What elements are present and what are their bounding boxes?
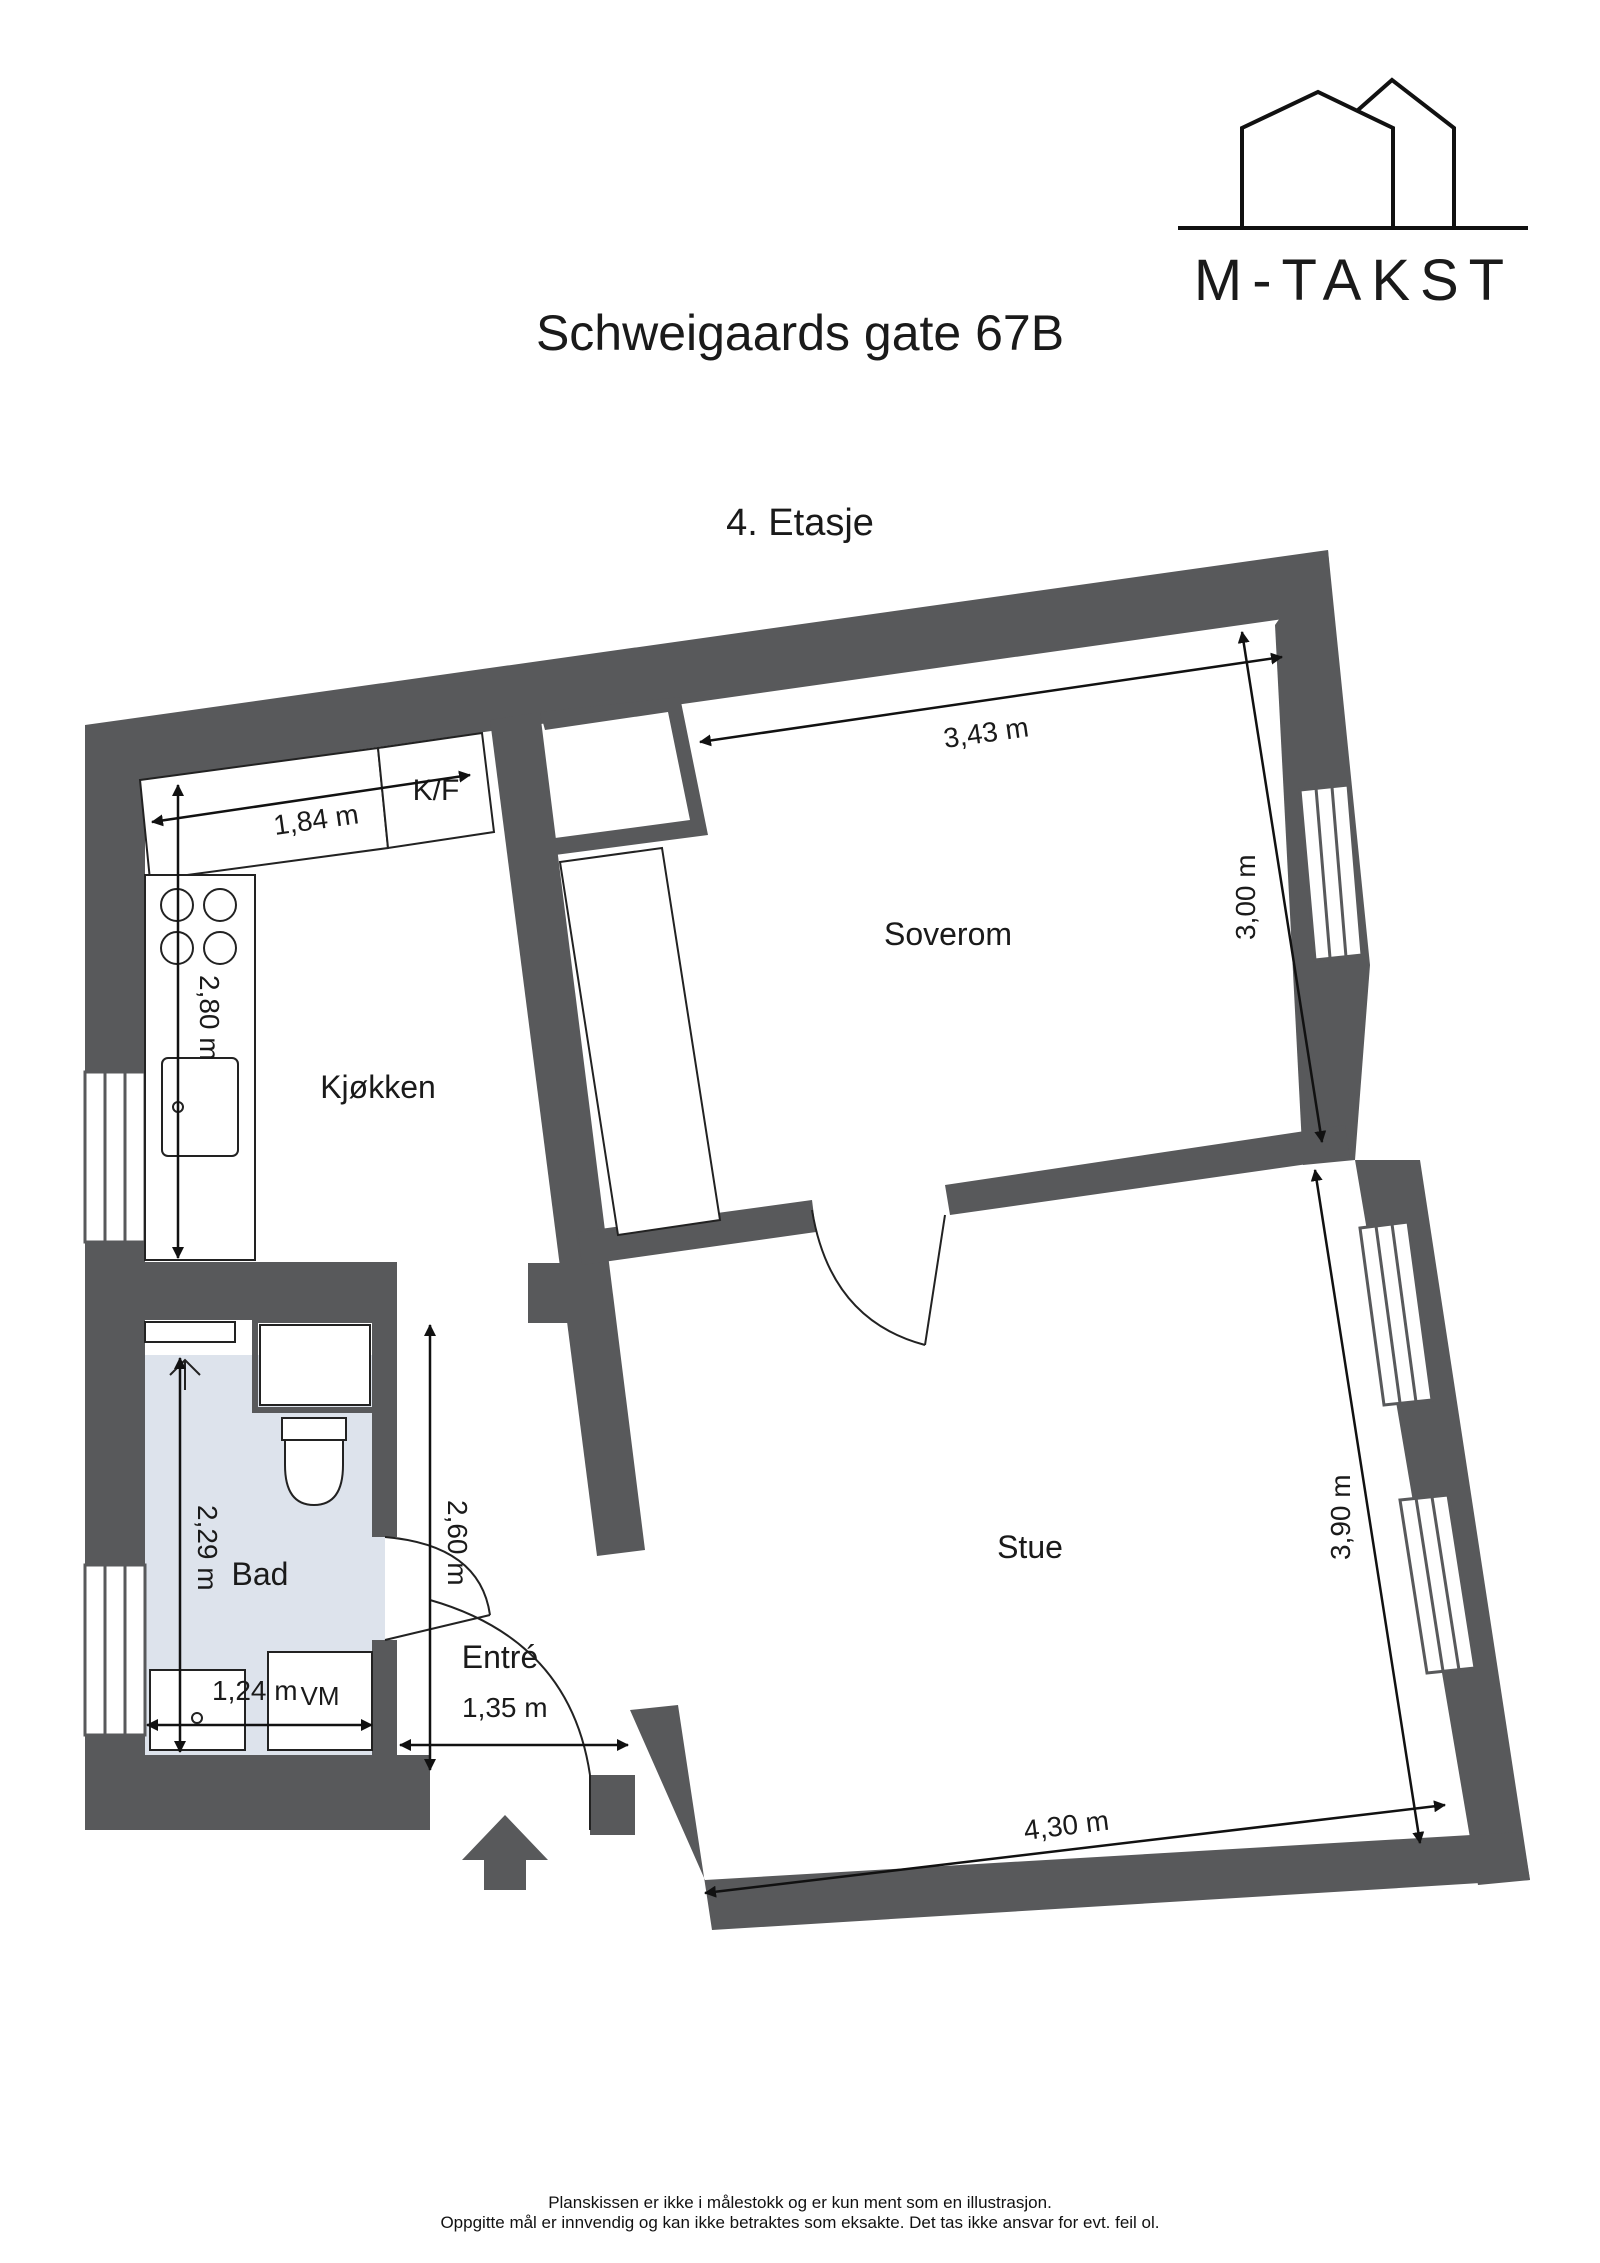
bath-door-leaf [384, 1614, 491, 1641]
page-title: Schweigaards gate 67B [536, 305, 1064, 361]
stove-burner-2 [203, 888, 237, 922]
window-kitchen [83, 1070, 147, 1244]
bath-cabinet [259, 1324, 371, 1406]
room-label-entry: Entré [462, 1639, 538, 1675]
room-label-bedroom: Soverom [884, 916, 1012, 952]
entrance-arrow-icon [462, 1815, 548, 1890]
room-label-kitchen: Kjøkken [320, 1069, 436, 1105]
toilet-tank [281, 1417, 347, 1441]
bath-top-shelf [144, 1321, 236, 1343]
label-living-width: 4,30 m [1022, 1805, 1111, 1846]
room-label-bath: Bad [232, 1556, 289, 1592]
wall-stub [528, 1263, 578, 1323]
wall-kitchen-bath [85, 1262, 397, 1320]
dim-bedroom-width [699, 652, 1283, 747]
label-kitchen-length: 2,80 m [194, 975, 225, 1061]
toilet-bowl [284, 1439, 344, 1507]
label-living-length: 3,90 m [1325, 1474, 1356, 1560]
bath-door-swing [384, 1536, 491, 1616]
bedroom-door-leaf [924, 1214, 946, 1346]
stove-burner-4 [203, 931, 237, 965]
wall-bedroom-living-left [578, 1200, 816, 1265]
window-bath [83, 1563, 147, 1737]
wardrobe [558, 846, 722, 1237]
entry-door-swing [429, 1599, 591, 1776]
dimension-lines [146, 631, 1446, 1898]
floor-label: 4. Etasje [726, 502, 874, 544]
washer-label: VM [301, 1681, 340, 1711]
dim-living-length [1310, 1169, 1425, 1844]
footer-disclaimer-line1: Planskissen er ikke i målestokk og er ku… [548, 2193, 1052, 2212]
m-takst-logo: M-TAKST [1178, 77, 1528, 313]
label-bedroom-length: 3,00 m [1230, 854, 1261, 940]
washer-box [267, 1651, 373, 1751]
bath-fixtures: VM [144, 1317, 378, 1751]
wall-top [85, 550, 1333, 780]
room-labels: Kjøkken Soverom Stue Bad Entré [232, 916, 1063, 1675]
label-entry-length: 2,60 m [442, 1500, 473, 1586]
bath-cabinet-outline [252, 1317, 378, 1413]
bedroom-door-swing [811, 1209, 926, 1346]
dim-kitchen-width [151, 770, 471, 827]
wall-kitchen-bedroom [490, 712, 645, 1556]
label-bath-width: 1,24 m [212, 1675, 298, 1706]
label-bedroom-width: 3,43 m [942, 711, 1031, 754]
bath-sink [149, 1669, 246, 1751]
wall-closet-box [540, 697, 708, 855]
wall-bath-right-low [372, 1640, 397, 1780]
bath-sink-drain [191, 1712, 203, 1724]
label-entry-width: 1,35 m [462, 1692, 548, 1723]
wall-entry-jamb [590, 1775, 635, 1835]
label-bath-length: 2,29 m [192, 1505, 223, 1591]
footer-disclaimer-line2: Oppgitte mål er innvendig og kan ikke be… [440, 2213, 1160, 2232]
logo-house-right [1356, 77, 1456, 228]
room-label-living: Stue [997, 1529, 1063, 1565]
dim-bedroom-length [1237, 631, 1327, 1143]
logo-house-left [1240, 89, 1395, 228]
wall-bedroom-living-right [945, 1125, 1350, 1215]
logo-text: M-TAKST [1194, 248, 1514, 313]
